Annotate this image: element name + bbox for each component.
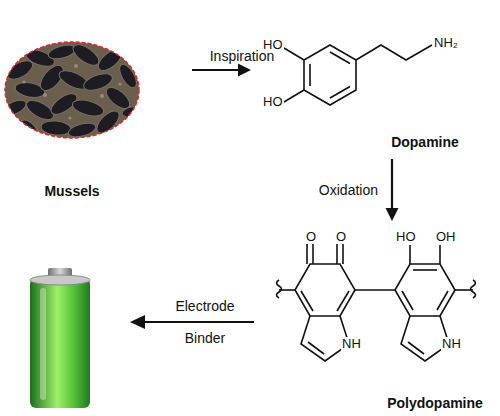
molecule-node: HOHONH₂Dopamine xyxy=(255,10,500,155)
molecule-node: O O HO OH NH NH Polydopamine xyxy=(270,225,500,416)
double-bond xyxy=(308,342,324,354)
arrow-head xyxy=(238,64,251,77)
quinone-ring xyxy=(295,264,355,316)
atom-label: HO xyxy=(262,95,284,109)
hydroxyl-bond xyxy=(284,48,304,60)
arrow-label: Binder xyxy=(150,330,260,346)
double-bond xyxy=(402,291,413,310)
double-bond xyxy=(413,269,437,271)
carbonyl-bond xyxy=(312,244,314,264)
double-bond xyxy=(408,342,424,354)
hydroxyl-bond xyxy=(409,245,411,264)
arrow-shaft xyxy=(142,321,254,323)
sand-speck xyxy=(100,94,104,98)
atom-label: OH xyxy=(435,230,457,244)
node-title: Dopamine xyxy=(375,134,475,150)
battery-body xyxy=(30,278,90,408)
flow-arrow xyxy=(386,159,399,221)
arrow-head xyxy=(130,315,145,329)
atom-label: NH xyxy=(441,337,462,351)
mussel-shell xyxy=(40,120,71,137)
battery-shine xyxy=(40,288,46,400)
mussel-shell xyxy=(0,97,28,119)
sand-speck xyxy=(74,64,78,68)
flow-arrow xyxy=(192,64,251,77)
wavy-bond xyxy=(277,280,282,298)
mussel-photo xyxy=(0,38,150,148)
battery-icon xyxy=(30,268,90,408)
arrow-head xyxy=(386,208,399,221)
sand-speck xyxy=(43,93,47,97)
arrow-shaft xyxy=(391,159,393,210)
double-bond xyxy=(437,291,448,310)
atom-label: O xyxy=(335,230,347,244)
photo-node: Mussels xyxy=(0,40,188,205)
arrow-shaft xyxy=(192,69,240,71)
mussel-shell xyxy=(67,121,97,140)
wavy-bond xyxy=(471,280,476,298)
hydroxyl-bond xyxy=(439,245,441,264)
atom-label: O xyxy=(305,230,317,244)
carbonyl-bond xyxy=(336,244,338,264)
atom-label: HO xyxy=(395,230,417,244)
edge-label: Oxidation xyxy=(296,182,378,198)
node-title: Polydopamine xyxy=(370,395,500,411)
double-bond xyxy=(309,64,311,86)
mussel-shell xyxy=(93,107,123,137)
ethylamine-chain xyxy=(356,45,432,60)
catechol-ring xyxy=(395,264,455,316)
battery-rim xyxy=(30,275,90,285)
photo-background xyxy=(0,38,150,148)
polydopamine-structure xyxy=(277,244,476,361)
sand-speck xyxy=(119,83,122,86)
mussel-shell xyxy=(71,97,106,119)
atom-label: NH xyxy=(341,337,362,351)
edge-label: Inspiration xyxy=(192,48,292,64)
double-bond xyxy=(301,291,313,311)
sand-speck xyxy=(69,117,72,120)
carbonyl-bond xyxy=(306,244,308,264)
photo-border xyxy=(5,42,139,138)
double-bond xyxy=(330,87,350,99)
binder-arrow xyxy=(130,315,254,329)
shell-highlights xyxy=(23,64,122,120)
double-bond xyxy=(337,291,349,311)
node-title: Mussels xyxy=(22,183,122,199)
mussel-shells xyxy=(0,41,143,143)
sand-speck xyxy=(23,81,26,84)
atom-label: NH₂ xyxy=(433,36,459,50)
double-bond xyxy=(330,52,350,64)
hydroxyl-bond xyxy=(284,90,304,102)
mussel-shell xyxy=(121,105,142,118)
biaryl-bond xyxy=(355,289,395,291)
carbonyl-bond xyxy=(342,244,344,264)
benzene-ring xyxy=(304,45,356,105)
mussel-shell xyxy=(47,43,77,62)
dopamine-structure xyxy=(284,45,432,105)
arrow-label: Electrode xyxy=(150,298,260,314)
